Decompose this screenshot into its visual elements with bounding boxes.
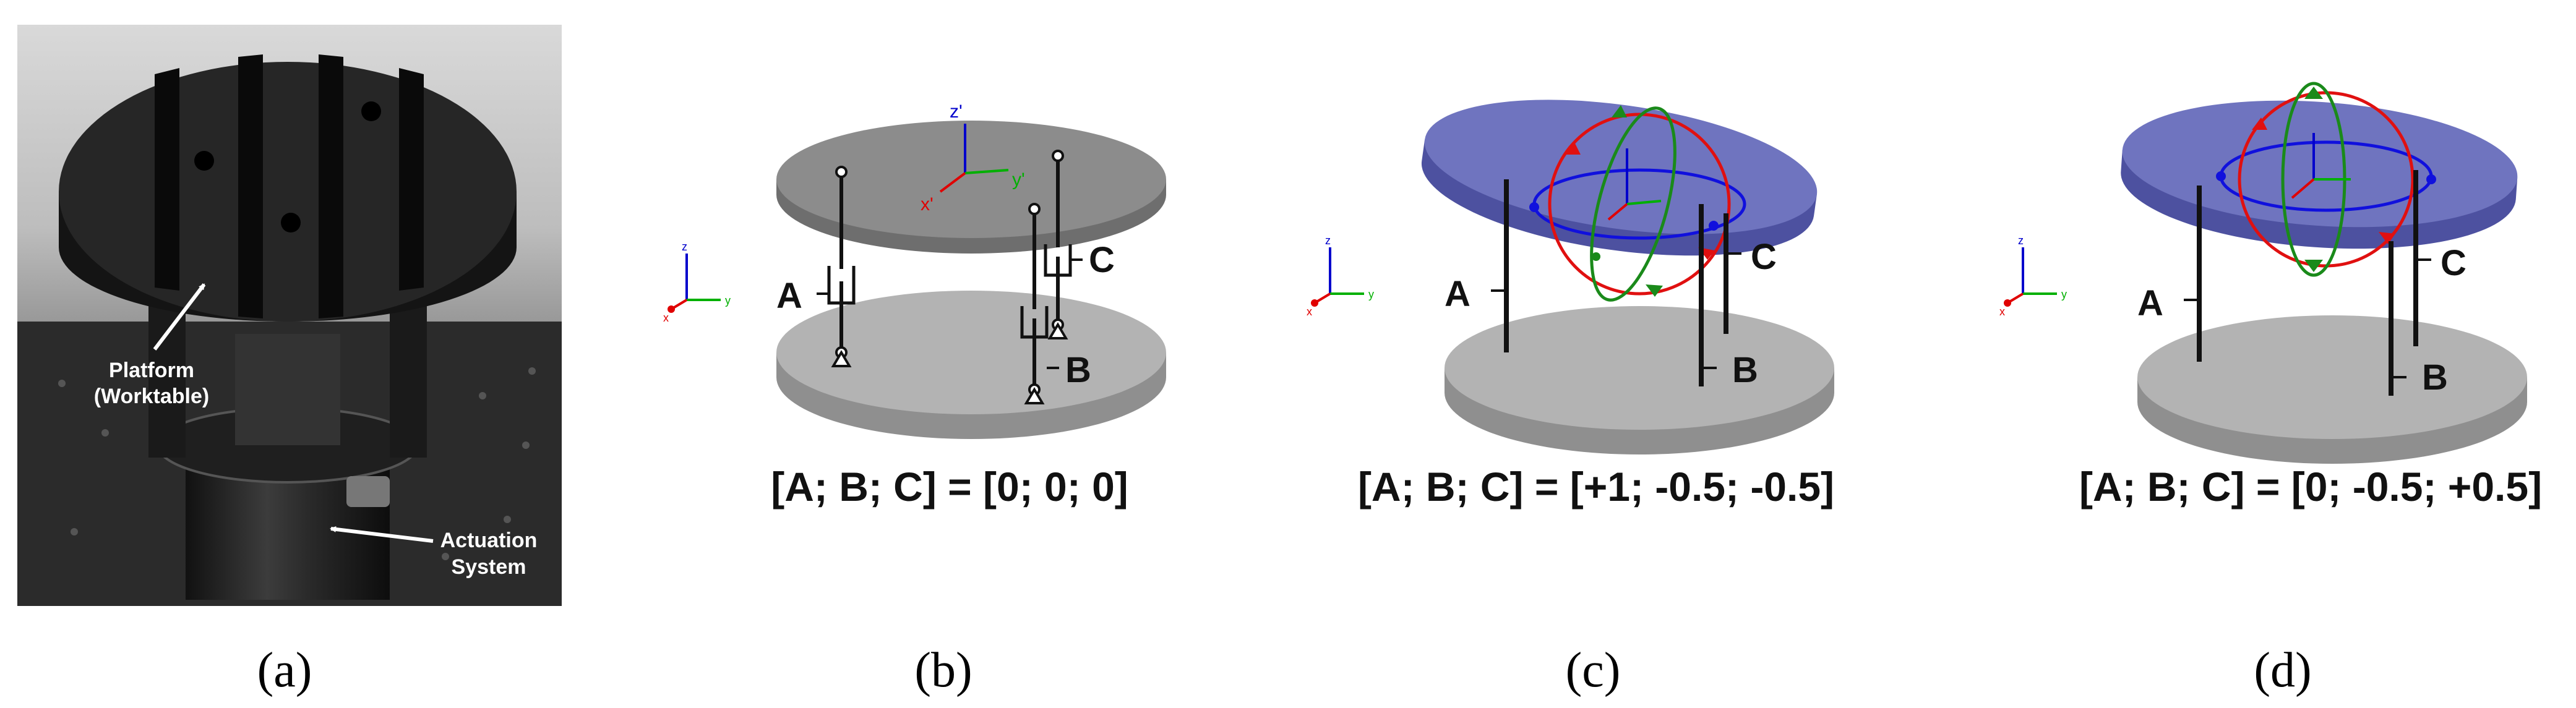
formula-c: [A; B; C] = [+1; -0.5; -0.5] bbox=[1358, 464, 1834, 510]
caption-d: (d) bbox=[2254, 643, 2311, 697]
svg-text:z: z bbox=[682, 241, 687, 253]
svg-text:z': z' bbox=[950, 101, 963, 122]
svg-text:z: z bbox=[2018, 234, 2024, 247]
panel-c: z x y bbox=[1307, 100, 1834, 697]
leg-a bbox=[827, 166, 856, 367]
global-axes-c: z x y bbox=[1307, 234, 1374, 318]
leg-label-b: B bbox=[1065, 350, 1091, 390]
svg-text:y: y bbox=[2061, 288, 2067, 301]
global-axes-d: z x y bbox=[1999, 234, 2067, 318]
svg-text:y: y bbox=[1368, 288, 1374, 301]
caption-c: (c) bbox=[1566, 643, 1621, 697]
platform-axes-b: z' x' y' bbox=[921, 101, 1025, 215]
leg-label-a: A bbox=[776, 276, 802, 316]
leg-label-b: B bbox=[2422, 357, 2448, 398]
svg-text:x: x bbox=[1307, 305, 1312, 318]
connector bbox=[346, 476, 390, 507]
global-axes-b: z x y bbox=[663, 241, 731, 324]
svg-text:x': x' bbox=[921, 194, 934, 215]
panel-b: z x y z' x' y' bbox=[663, 101, 1166, 697]
panel-d: z x y bbox=[1999, 82, 2542, 697]
platform-label-line2: (Worktable) bbox=[94, 385, 209, 408]
caption-b: (b) bbox=[914, 643, 972, 697]
platform-top bbox=[59, 62, 517, 322]
actuator-legs bbox=[148, 297, 186, 458]
base-disk-top bbox=[776, 291, 1166, 414]
actuation-arrow bbox=[330, 526, 434, 543]
leg-label-b: B bbox=[1732, 350, 1758, 390]
leg-label-a: A bbox=[2137, 283, 2163, 323]
base-disk-top bbox=[2137, 315, 2527, 439]
leg-label-a: A bbox=[1445, 274, 1470, 314]
base-disk-top bbox=[1445, 306, 1834, 430]
platform-arrow bbox=[153, 283, 206, 351]
leg-b bbox=[1020, 203, 1049, 404]
platform-slots bbox=[155, 54, 424, 318]
tilted-platform-d bbox=[2121, 100, 2518, 249]
top-disk-top bbox=[776, 121, 1166, 238]
formula-b: [A; B; C] = [0; 0; 0] bbox=[771, 464, 1128, 510]
leg-label-c: C bbox=[1089, 240, 1115, 280]
rotation-markers-d bbox=[2216, 87, 2436, 272]
formula-d: [A; B; C] = [0; -0.5; +0.5] bbox=[2079, 464, 2542, 510]
svg-text:y': y' bbox=[1012, 169, 1025, 190]
leg-label-c: C bbox=[2441, 243, 2467, 283]
actuation-label-line1: Actuation bbox=[440, 529, 538, 552]
svg-text:z: z bbox=[1325, 234, 1331, 247]
svg-text:x: x bbox=[1999, 305, 2005, 318]
caption-a: (a) bbox=[257, 643, 312, 697]
svg-text:x: x bbox=[663, 312, 669, 324]
actuation-label-line2: System bbox=[452, 555, 526, 579]
panel-a: Platform (Worktable) Actuation System (a… bbox=[17, 25, 562, 697]
platform-label-line1: Platform bbox=[109, 359, 194, 382]
leg-label-c: C bbox=[1751, 237, 1777, 277]
floor-holes bbox=[58, 367, 536, 560]
svg-text:y: y bbox=[725, 294, 731, 307]
